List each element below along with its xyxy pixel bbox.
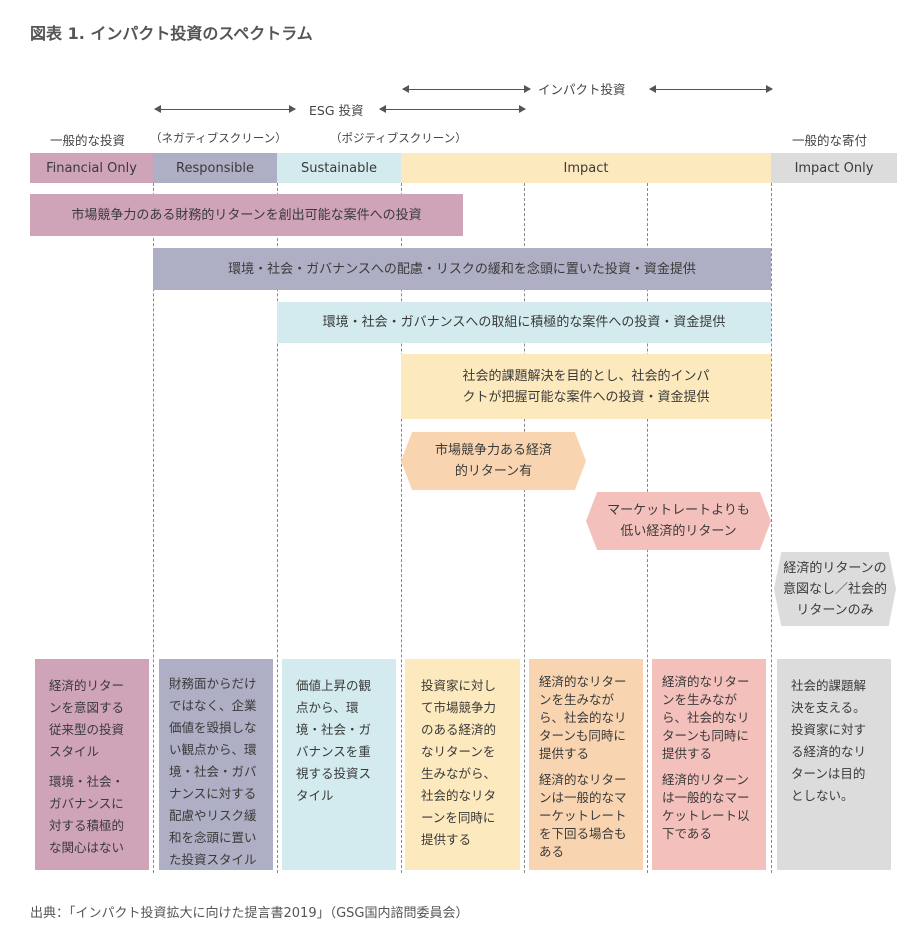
desc-financial-only: 経済的リターンを意図する従来型の投資スタイル環境・社会・ガバナンスに対する積極的… (35, 659, 149, 870)
divider (401, 183, 402, 873)
general-donation-label: 一般的な寄付 (792, 133, 868, 148)
divider (153, 183, 154, 873)
positive-screen-label: （ポジティブスクリーン） (330, 131, 467, 145)
desc-text: 経済的リターンを意図する従来型の投資スタイル (49, 678, 125, 759)
esg-arrow-right (379, 105, 526, 113)
desc-impact-market-2: 経済的なリターンを生みながら、社会的なリターンも同時に提供する経済的なリターンは… (529, 659, 643, 870)
category-impact: Impact (401, 153, 771, 183)
divider (277, 183, 278, 873)
category-financial-only: Financial Only (30, 153, 153, 183)
category-sustainable: Sustainable (277, 153, 401, 183)
source-note: 出典：「インパクト投資拡大に向けた提言書2019」（GSG国内諮問委員会） (30, 906, 469, 921)
category-responsible: Responsible (153, 153, 277, 183)
figure-title: 図表 1. インパクト投資のスペクトラム (30, 24, 313, 43)
desc-text: 価値上昇の観点から、環境・社会・ガバナンスを重視する投資スタイル (296, 678, 372, 803)
desc-responsible: 財務面からだけではなく、企業価値を毀損しない観点から、環境・社会・ガバナンスに対… (159, 659, 273, 870)
impact-arrow-right (649, 85, 773, 93)
negative-screen-label: （ネガティブスクリーン） (150, 131, 287, 145)
desc-text: 社会的課題解決を支える。投資家に対する経済的なリターンは目的としない。 (791, 678, 867, 803)
desc-text: 環境・社会・ガバナンスに対する積極的な関心はない (49, 774, 125, 855)
desc-impact-only: 社会的課題解決を支える。投資家に対する経済的なリターンは目的としない。 (777, 659, 891, 870)
bar-financial: 市場競争力のある財務的リターンを創出可能な案件への投資 (30, 194, 463, 236)
desc-text: 経済的なリターンを生みながら、社会的なリターンも同時に提供する (539, 674, 627, 761)
esg-investment-label: ESG 投資 (309, 103, 364, 118)
desc-text: 経済的リターンは一般的なマーケットレート以下である (662, 772, 750, 841)
category-impact-only: Impact Only (771, 153, 897, 183)
hex-below-market-return: マーケットレートよりも低い経済的リターン (586, 492, 771, 550)
bar-sustainable: 環境・社会・ガバナンスへの取組に積極的な案件への投資・資金提供 (277, 302, 771, 343)
general-investment-label: 一般的な投資 (50, 133, 126, 148)
desc-below-market: 経済的なリターンを生みながら、社会的なリターンも同時に提供する経済的リターンは一… (652, 659, 766, 870)
desc-sustainable: 価値上昇の観点から、環境・社会・ガバナンスを重視する投資スタイル (282, 659, 396, 870)
impact-investment-label: インパクト投資 (538, 82, 626, 97)
desc-text: 財務面からだけではなく、企業価値を毀損しない観点から、環境・社会・ガバナンスに対… (169, 676, 257, 867)
impact-arrow-left (402, 85, 531, 93)
desc-text: 経済的なリターンは一般的なマーケットレートを下回る場合もある (539, 772, 627, 859)
desc-text: 経済的なリターンを生みながら、社会的なリターンも同時に提供する (662, 674, 750, 761)
bar-responsible: 環境・社会・ガバナンスへの配慮・リスクの緩和を念頭に置いた投資・資金提供 (153, 248, 771, 290)
desc-impact-market: 投資家に対して市場競争力のある経済的なリターンを生みながら、社会的なリターンを同… (405, 659, 520, 870)
divider (771, 183, 772, 873)
desc-text: 投資家に対して市場競争力のある経済的なリターンを生みながら、社会的なリターンを同… (421, 678, 497, 847)
esg-arrow-left (154, 105, 296, 113)
hex-market-return: 市場競争力ある経済的リターン有 (401, 432, 586, 490)
divider (524, 183, 525, 873)
bar-impact: 社会的課題解決を目的とし、社会的インパクトが把握可能な案件への投資・資金提供 (401, 354, 771, 419)
hex-social-only: 経済的リターンの意図なし／社会的リターンのみ (774, 552, 896, 626)
